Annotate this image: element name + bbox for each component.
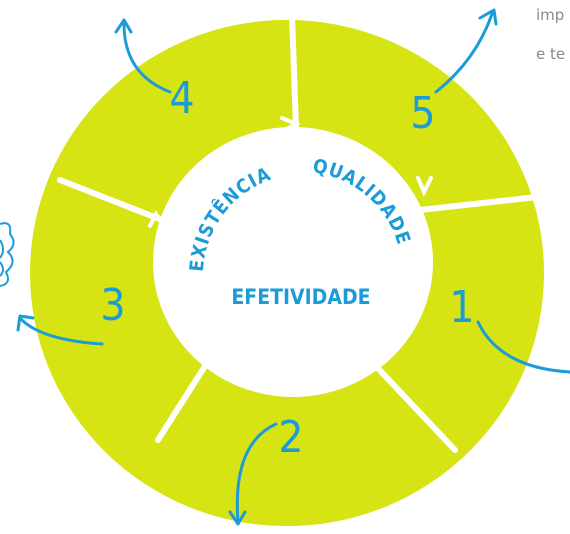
corner-text-line-2: e te (536, 45, 565, 63)
corner-text-line-1: imp (536, 6, 564, 24)
segment-number-3: 3 (100, 280, 125, 331)
doodle-partial (0, 223, 14, 286)
word-efetividade: EFETIVIDADE (231, 285, 370, 309)
segment-number-2: 2 (278, 412, 303, 463)
word-existencia: EXISTÊNCIA (186, 163, 274, 273)
segment-number-4: 4 (169, 73, 194, 124)
segment-number-1: 1 (449, 282, 474, 333)
segment-number-5: 5 (410, 88, 435, 139)
